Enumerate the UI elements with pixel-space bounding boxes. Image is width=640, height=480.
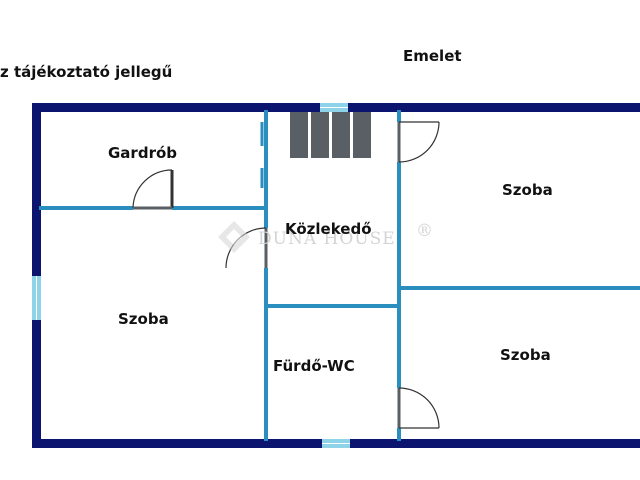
windows: [32, 103, 350, 448]
watermark-registered-mark: ®: [416, 221, 434, 241]
watermark-text: DUNA HOUSE: [258, 229, 396, 249]
door-gardrob: [132, 169, 174, 211]
watermark-logo-icon: [218, 221, 250, 253]
stairs: [290, 112, 371, 158]
door-right-top-room: [396, 121, 440, 163]
outer-wall-left: [32, 103, 41, 448]
floor-title: Emelet: [403, 47, 462, 65]
watermark: DUNA HOUSE ®: [218, 221, 434, 253]
disclaimer-text: z tájékoztató jellegű: [0, 63, 172, 81]
room-label-szoba-bottom-right: Szoba: [500, 346, 551, 364]
room-label-szoba-left: Szoba: [118, 310, 169, 328]
room-label-kozlekedo: Közlekedő: [285, 220, 372, 238]
room-label-furdo-wc: Fürdő-WC: [273, 357, 355, 375]
room-label-gardrob: Gardrób: [108, 144, 177, 162]
door-right-bottom-room: [396, 387, 440, 429]
room-label-szoba-top-right: Szoba: [502, 181, 553, 199]
doors: [132, 121, 440, 429]
